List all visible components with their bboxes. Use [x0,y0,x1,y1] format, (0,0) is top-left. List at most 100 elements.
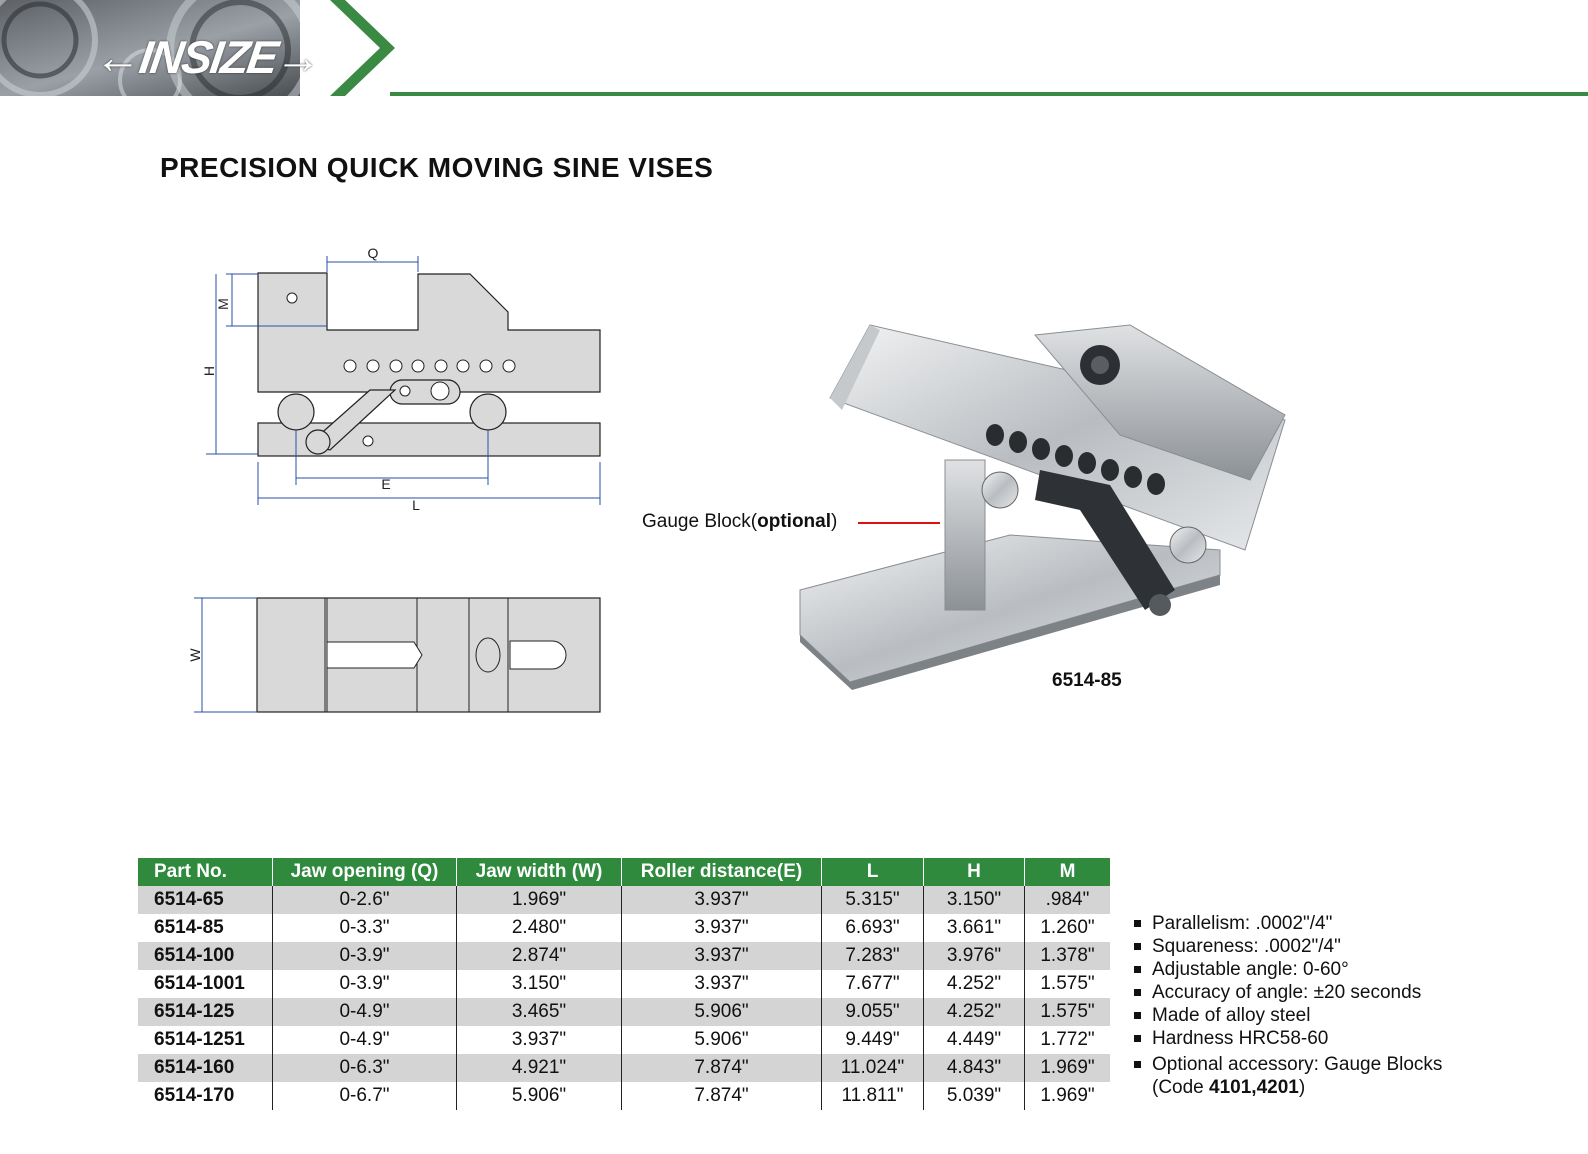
square-bullet-icon [1134,989,1141,996]
gauge-block-callout: Gauge Block(optional) [642,511,838,532]
vise-body-outline [257,272,601,393]
page-title: PRECISION QUICK MOVING SINE VISES [160,152,714,183]
cell-l: 7.283" [821,942,924,970]
cell-part-no: 6514-100 [138,942,273,970]
cell-part-no: 6514-1001 [138,970,273,998]
cell-l: 7.677" [821,970,924,998]
table-row: 6514-1251 0-4.9" 3.937" 5.906" 9.449" 4.… [138,1026,1110,1054]
cell-part-no: 6514-170 [138,1082,273,1110]
brand-logo: ←INSIZE→ [92,31,324,83]
column-header: Jaw width (W) [456,858,622,886]
header-banner: ←INSIZE→ [0,0,1588,100]
table-row: 6514-65 0-2.6" 1.969" 3.937" 5.315" 3.15… [138,886,1110,914]
table-header-row: Part No. Jaw opening (Q) Jaw width (W) R… [138,858,1110,886]
cell-h: 5.039" [923,1082,1025,1110]
gauge-block [944,459,986,611]
cell-jaw-opening: 0-3.9" [272,942,457,970]
cell-jaw-width: 1.969" [456,886,622,914]
feature-list: Parallelism: .0002"/4" Squareness: .0002… [1134,912,1442,1099]
column-header: Jaw opening (Q) [272,858,457,886]
column-header: H [923,858,1025,886]
cell-roller-distance: 3.937" [621,886,822,914]
cell-part-no: 6514-160 [138,1054,273,1082]
cell-roller-distance: 3.937" [621,970,822,998]
list-item: Parallelism: .0002"/4" [1134,912,1442,935]
cell-part-no: 6514-65 [138,886,273,914]
cell-part-no: 6514-1251 [138,1026,273,1054]
cell-jaw-width: 5.906" [456,1082,622,1110]
cell-l: 5.315" [821,886,924,914]
right-roller-icon [1169,526,1207,564]
dimension-label-h: H [201,366,217,376]
square-bullet-icon [1134,943,1141,950]
square-bullet-icon [1134,1061,1141,1068]
cell-m: 1.772" [1024,1026,1110,1054]
cell-h: 4.449" [923,1026,1025,1054]
table-row: 6514-85 0-3.3" 2.480" 3.937" 6.693" 3.66… [138,914,1110,942]
list-item: Hardness HRC58-60 [1134,1027,1442,1050]
list-item: Squareness: .0002"/4" [1134,935,1442,958]
table-row: 6514-125 0-4.9" 3.465" 5.906" 9.055" 4.2… [138,998,1110,1026]
product-photo [799,324,1286,690]
cell-roller-distance: 7.874" [621,1054,822,1082]
dimension-label-w: W [187,648,203,662]
cell-jaw-opening: 0-6.3" [272,1054,457,1082]
specification-table: Part No. Jaw opening (Q) Jaw width (W) R… [138,858,1110,1110]
cell-l: 6.693" [821,914,924,942]
table-row: 6514-160 0-6.3" 4.921" 7.874" 11.024" 4.… [138,1054,1110,1082]
cell-h: 4.843" [923,1054,1025,1082]
cell-jaw-width: 2.874" [456,942,622,970]
column-header: L [821,858,924,886]
square-bullet-icon [1134,1035,1141,1042]
square-bullet-icon [1134,966,1141,973]
dimension-label-e: E [381,476,390,492]
cell-jaw-width: 3.937" [456,1026,622,1054]
cell-h: 3.661" [923,914,1025,942]
cell-jaw-width: 2.480" [456,914,622,942]
gauge-block-leader-line [858,522,940,524]
right-roller [469,393,507,431]
column-header: M [1024,858,1110,886]
table-row: 6514-100 0-3.9" 2.874" 3.937" 7.283" 3.9… [138,942,1110,970]
cell-m: 1.575" [1024,998,1110,1026]
cell-roller-distance: 5.906" [621,1026,822,1054]
cell-h: 4.252" [923,970,1025,998]
sine-link [1035,470,1175,610]
cell-h: 3.976" [923,942,1025,970]
header-machinery-image [0,0,395,96]
dimension-label-q: Q [368,245,379,261]
dimension-label-l: L [412,497,420,513]
accessory-code-note: (Code 4101,4201) [1152,1077,1306,1098]
square-bullet-icon [1134,920,1141,927]
left-roller [277,393,315,431]
table-row: 6514-1001 0-3.9" 3.150" 3.937" 7.677" 4.… [138,970,1110,998]
cell-roller-distance: 3.937" [621,914,822,942]
side-view-drawing: Q M H E L [201,245,601,513]
list-item: Made of alloy steel [1134,1004,1442,1027]
left-roller-icon [981,471,1019,509]
cell-roller-distance: 3.937" [621,942,822,970]
product-photo-caption: 6514-85 [1052,670,1122,691]
column-header: Part No. [138,858,273,886]
cell-h: 3.150" [923,886,1025,914]
square-bullet-icon [1134,1012,1141,1019]
cell-jaw-opening: 0-4.9" [272,998,457,1026]
cell-h: 4.252" [923,998,1025,1026]
top-view-drawing: W [187,597,601,713]
cell-jaw-width: 3.465" [456,998,622,1026]
header-accent-line [390,92,1588,96]
cell-l: 11.811" [821,1082,924,1110]
cell-jaw-opening: 0-6.7" [272,1082,457,1110]
cell-jaw-opening: 0-2.6" [272,886,457,914]
cell-part-no: 6514-125 [138,998,273,1026]
cell-l: 9.055" [821,998,924,1026]
cell-jaw-width: 3.150" [456,970,622,998]
cell-roller-distance: 7.874" [621,1082,822,1110]
cell-m: 1.575" [1024,970,1110,998]
cell-m: 1.969" [1024,1082,1110,1110]
column-header: Roller distance(E) [621,858,822,886]
cell-part-no: 6514-85 [138,914,273,942]
cell-m: .984" [1024,886,1110,914]
list-item: Adjustable angle: 0-60° [1134,958,1442,981]
cell-jaw-opening: 0-4.9" [272,1026,457,1054]
